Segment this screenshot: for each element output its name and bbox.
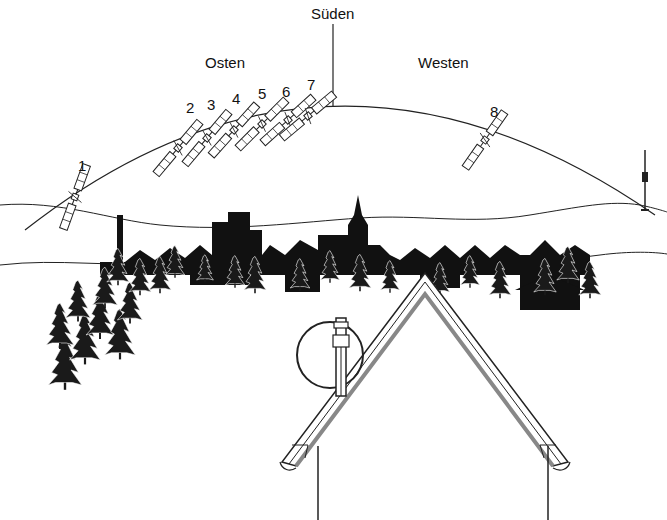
tree-trunk bbox=[299, 287, 300, 291]
tree-trunk bbox=[359, 286, 361, 291]
tree bbox=[244, 256, 266, 290]
tree-trunk bbox=[204, 279, 205, 283]
satellite-number: 1 bbox=[78, 158, 86, 173]
tree-trunk bbox=[544, 290, 546, 295]
tree-trunk bbox=[59, 343, 61, 349]
tree-trunk bbox=[389, 289, 390, 293]
tree-trunk bbox=[329, 279, 330, 283]
tree bbox=[557, 246, 579, 280]
tree bbox=[129, 258, 151, 292]
tree bbox=[290, 259, 310, 288]
satellite-number: 2 bbox=[186, 100, 194, 115]
tree-trunk bbox=[64, 383, 66, 390]
satellite-number: 5 bbox=[258, 86, 266, 101]
tree-trunk bbox=[174, 274, 175, 278]
tree-trunk bbox=[119, 353, 121, 360]
tree-trunk bbox=[104, 303, 106, 308]
satellite-number: 8 bbox=[490, 104, 498, 119]
tree bbox=[349, 254, 371, 288]
tree bbox=[489, 261, 511, 295]
tree bbox=[460, 256, 480, 285]
tree bbox=[320, 251, 340, 280]
direction-label: Osten bbox=[205, 55, 245, 70]
tree-trunk bbox=[99, 333, 101, 339]
satellite-number: 4 bbox=[232, 91, 240, 106]
tree-trunk bbox=[117, 280, 119, 285]
tree bbox=[579, 261, 601, 295]
tree-trunk bbox=[567, 278, 569, 283]
direction-label: Süden bbox=[311, 6, 354, 21]
tree bbox=[65, 280, 90, 318]
tree bbox=[225, 256, 245, 285]
satellite-number: 6 bbox=[282, 84, 290, 99]
tree-trunk bbox=[234, 284, 235, 288]
direction-label: Westen bbox=[418, 55, 469, 70]
tree bbox=[380, 261, 400, 290]
tree-trunk bbox=[469, 284, 470, 288]
satellite-number: 7 bbox=[307, 77, 315, 92]
satellite-number: 3 bbox=[207, 97, 215, 112]
tree-trunk bbox=[499, 293, 501, 298]
tree-trunk bbox=[129, 318, 131, 323]
tree-trunk bbox=[77, 316, 79, 321]
tree bbox=[197, 255, 214, 280]
tree bbox=[165, 246, 185, 275]
tree bbox=[534, 258, 556, 292]
tree-trunk bbox=[139, 290, 141, 295]
tree-trunk bbox=[254, 288, 256, 293]
tree-trunk bbox=[589, 293, 591, 298]
tree bbox=[107, 248, 129, 282]
tree-trunk bbox=[159, 288, 161, 293]
tree-trunk bbox=[84, 358, 86, 365]
